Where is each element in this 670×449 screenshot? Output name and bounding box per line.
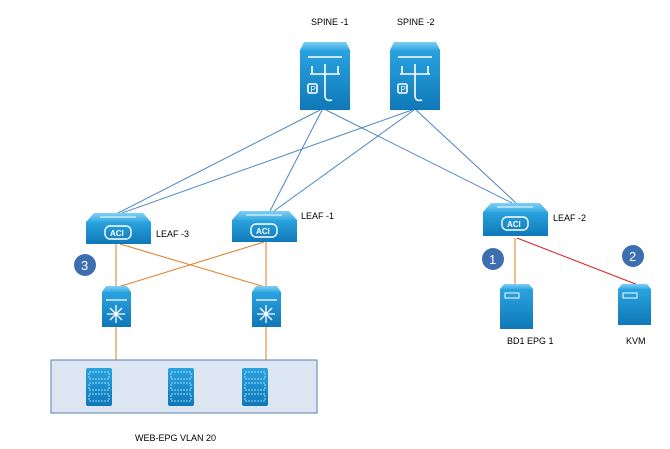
link-leaf1-fex1 bbox=[117, 241, 265, 288]
spine2-label: SPINE -2 bbox=[397, 17, 435, 27]
leaf2-label: LEAF -2 bbox=[553, 213, 586, 223]
spine-switch-icon: P bbox=[300, 42, 350, 110]
kvm-label: KVM bbox=[626, 336, 646, 346]
leaf1-switch[interactable]: ACI LEAF -1 bbox=[232, 211, 334, 242]
spine-switch-icon: P bbox=[390, 42, 440, 110]
access-switch-icon bbox=[252, 286, 281, 327]
svg-text:P: P bbox=[401, 85, 406, 94]
link-spine1-leaf1 bbox=[269, 109, 323, 212]
aci-leaf-switch-icon: ACI bbox=[86, 213, 151, 244]
spine1-label: SPINE -1 bbox=[311, 17, 349, 27]
leaf3-label: LEAF -3 bbox=[156, 229, 189, 239]
aci-leaf-switch-icon: ACI bbox=[232, 211, 297, 242]
server-kvm[interactable]: KVM bbox=[618, 284, 651, 346]
access-switch-2[interactable] bbox=[252, 286, 281, 327]
access-switch-icon bbox=[102, 286, 131, 327]
badge-2-text: 2 bbox=[629, 249, 636, 264]
link-spine2-leaf3 bbox=[121, 109, 413, 214]
link-leaf2-kvm bbox=[516, 237, 639, 286]
aci-leaf-switch-icon: ACI bbox=[483, 203, 548, 236]
bd1-epg1-label: BD1 EPG 1 bbox=[507, 336, 554, 346]
link-spine2-leaf1 bbox=[273, 109, 415, 212]
access-switch-1[interactable] bbox=[102, 286, 131, 327]
link-spine1-leaf3 bbox=[117, 109, 321, 214]
svg-text:ACI: ACI bbox=[110, 229, 124, 238]
badge-3: 3 bbox=[74, 254, 96, 276]
link-leaf3-fex2 bbox=[119, 243, 266, 288]
leaf2-switch[interactable]: ACI LEAF -2 bbox=[483, 203, 586, 236]
svg-text:ACI: ACI bbox=[256, 227, 270, 236]
web-epg-label: WEB-EPG VLAN 20 bbox=[135, 433, 216, 443]
spine1-switch[interactable]: P SPINE -1 bbox=[300, 17, 350, 110]
server-icon bbox=[618, 284, 651, 325]
web-epg-group[interactable]: WEB-EPG VLAN 20 bbox=[50, 359, 318, 443]
server-icon bbox=[500, 284, 533, 329]
svg-text:ACI: ACI bbox=[507, 220, 521, 229]
badge-1: 1 bbox=[482, 248, 504, 270]
access-links bbox=[115, 238, 516, 360]
badge-3-text: 3 bbox=[81, 258, 88, 273]
badge-1-text: 1 bbox=[489, 252, 496, 267]
link-spine1-leaf2 bbox=[325, 109, 513, 204]
fabric-links bbox=[117, 109, 517, 214]
spine2-switch[interactable]: P SPINE -2 bbox=[390, 17, 440, 110]
leaf1-label: LEAF -1 bbox=[301, 211, 334, 221]
leaf3-switch[interactable]: ACI LEAF -3 bbox=[86, 213, 189, 244]
svg-text:P: P bbox=[311, 85, 316, 94]
link-spine2-leaf2 bbox=[415, 109, 517, 204]
badge-2: 2 bbox=[622, 245, 644, 267]
server-bd1-epg1[interactable]: BD1 EPG 1 bbox=[500, 284, 554, 346]
server-stack-icon bbox=[86, 368, 268, 406]
